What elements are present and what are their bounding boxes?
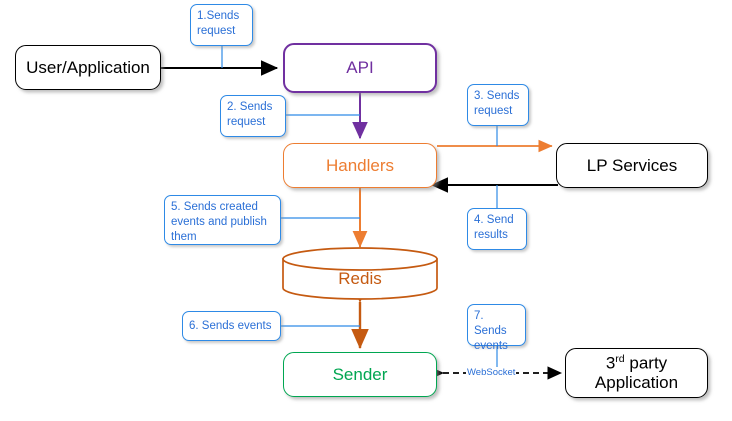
third-party-line-2: Application (594, 373, 679, 393)
callout-2-sends-request[interactable]: 2. Sends request (220, 95, 286, 137)
node-redis[interactable]: Redis (283, 248, 437, 300)
callout-2-line-1: 2. Sends (227, 101, 273, 113)
callout-7-line-1: 7. Sends (474, 310, 507, 338)
callout-5-sends-created-events[interactable]: 5. Sends created events and publish them (164, 195, 281, 245)
node-sender-label: Sender (332, 364, 388, 384)
callout-1-sends-request[interactable]: 1.Sends request (190, 4, 253, 46)
third-party-ordinal-suffix: rd (615, 353, 625, 366)
node-third-party-application-label: 3rd party Application (566, 353, 707, 393)
callout-1-line-1: 1.Sends (197, 10, 240, 22)
node-handlers[interactable]: Handlers (283, 143, 437, 188)
callout-4-send-results[interactable]: 4. Send results (467, 208, 527, 250)
node-sender[interactable]: Sender (283, 352, 437, 397)
callout-7-line-2: events (474, 340, 508, 353)
node-user-application[interactable]: User/Application (15, 45, 161, 90)
callout-7-sends-events[interactable]: 7. Sends events (467, 304, 526, 352)
callout-6-sends-events[interactable]: 6. Sends events (182, 311, 281, 341)
callout-4-line-2: results (474, 229, 508, 242)
node-third-party-application[interactable]: 3rd party Application (565, 348, 708, 398)
third-party-ordinal: 3 (605, 353, 616, 373)
callout-3-sends-request[interactable]: 3. Sends request (467, 84, 529, 126)
callout-5-line-2: events and publish (171, 216, 267, 229)
node-api[interactable]: API (283, 43, 437, 93)
redis-cylinder-shape (282, 247, 438, 300)
node-api-label: API (346, 58, 374, 78)
node-user-application-label: User/Application (26, 57, 150, 77)
callout-5-line-1: 5. Sends created (171, 201, 258, 213)
callout-3-line-2: request (474, 105, 513, 118)
websocket-edge-label: WebSocket (466, 367, 517, 378)
callout-1-line-2: request (197, 25, 236, 38)
callout-4-line-1: 4. Send (474, 214, 514, 226)
callout-3-line-1: 3. Sends (474, 90, 520, 102)
node-handlers-label: Handlers (325, 155, 395, 175)
callout-2-line-2: request (227, 116, 266, 129)
callout-5-line-3: them (171, 231, 197, 244)
callout-6-line-1: 6. Sends events (189, 319, 272, 332)
node-lp-services[interactable]: LP Services (556, 143, 708, 188)
third-party-word: party (624, 353, 668, 373)
node-redis-label: Redis (338, 269, 382, 288)
node-lp-services-label: LP Services (586, 155, 678, 175)
